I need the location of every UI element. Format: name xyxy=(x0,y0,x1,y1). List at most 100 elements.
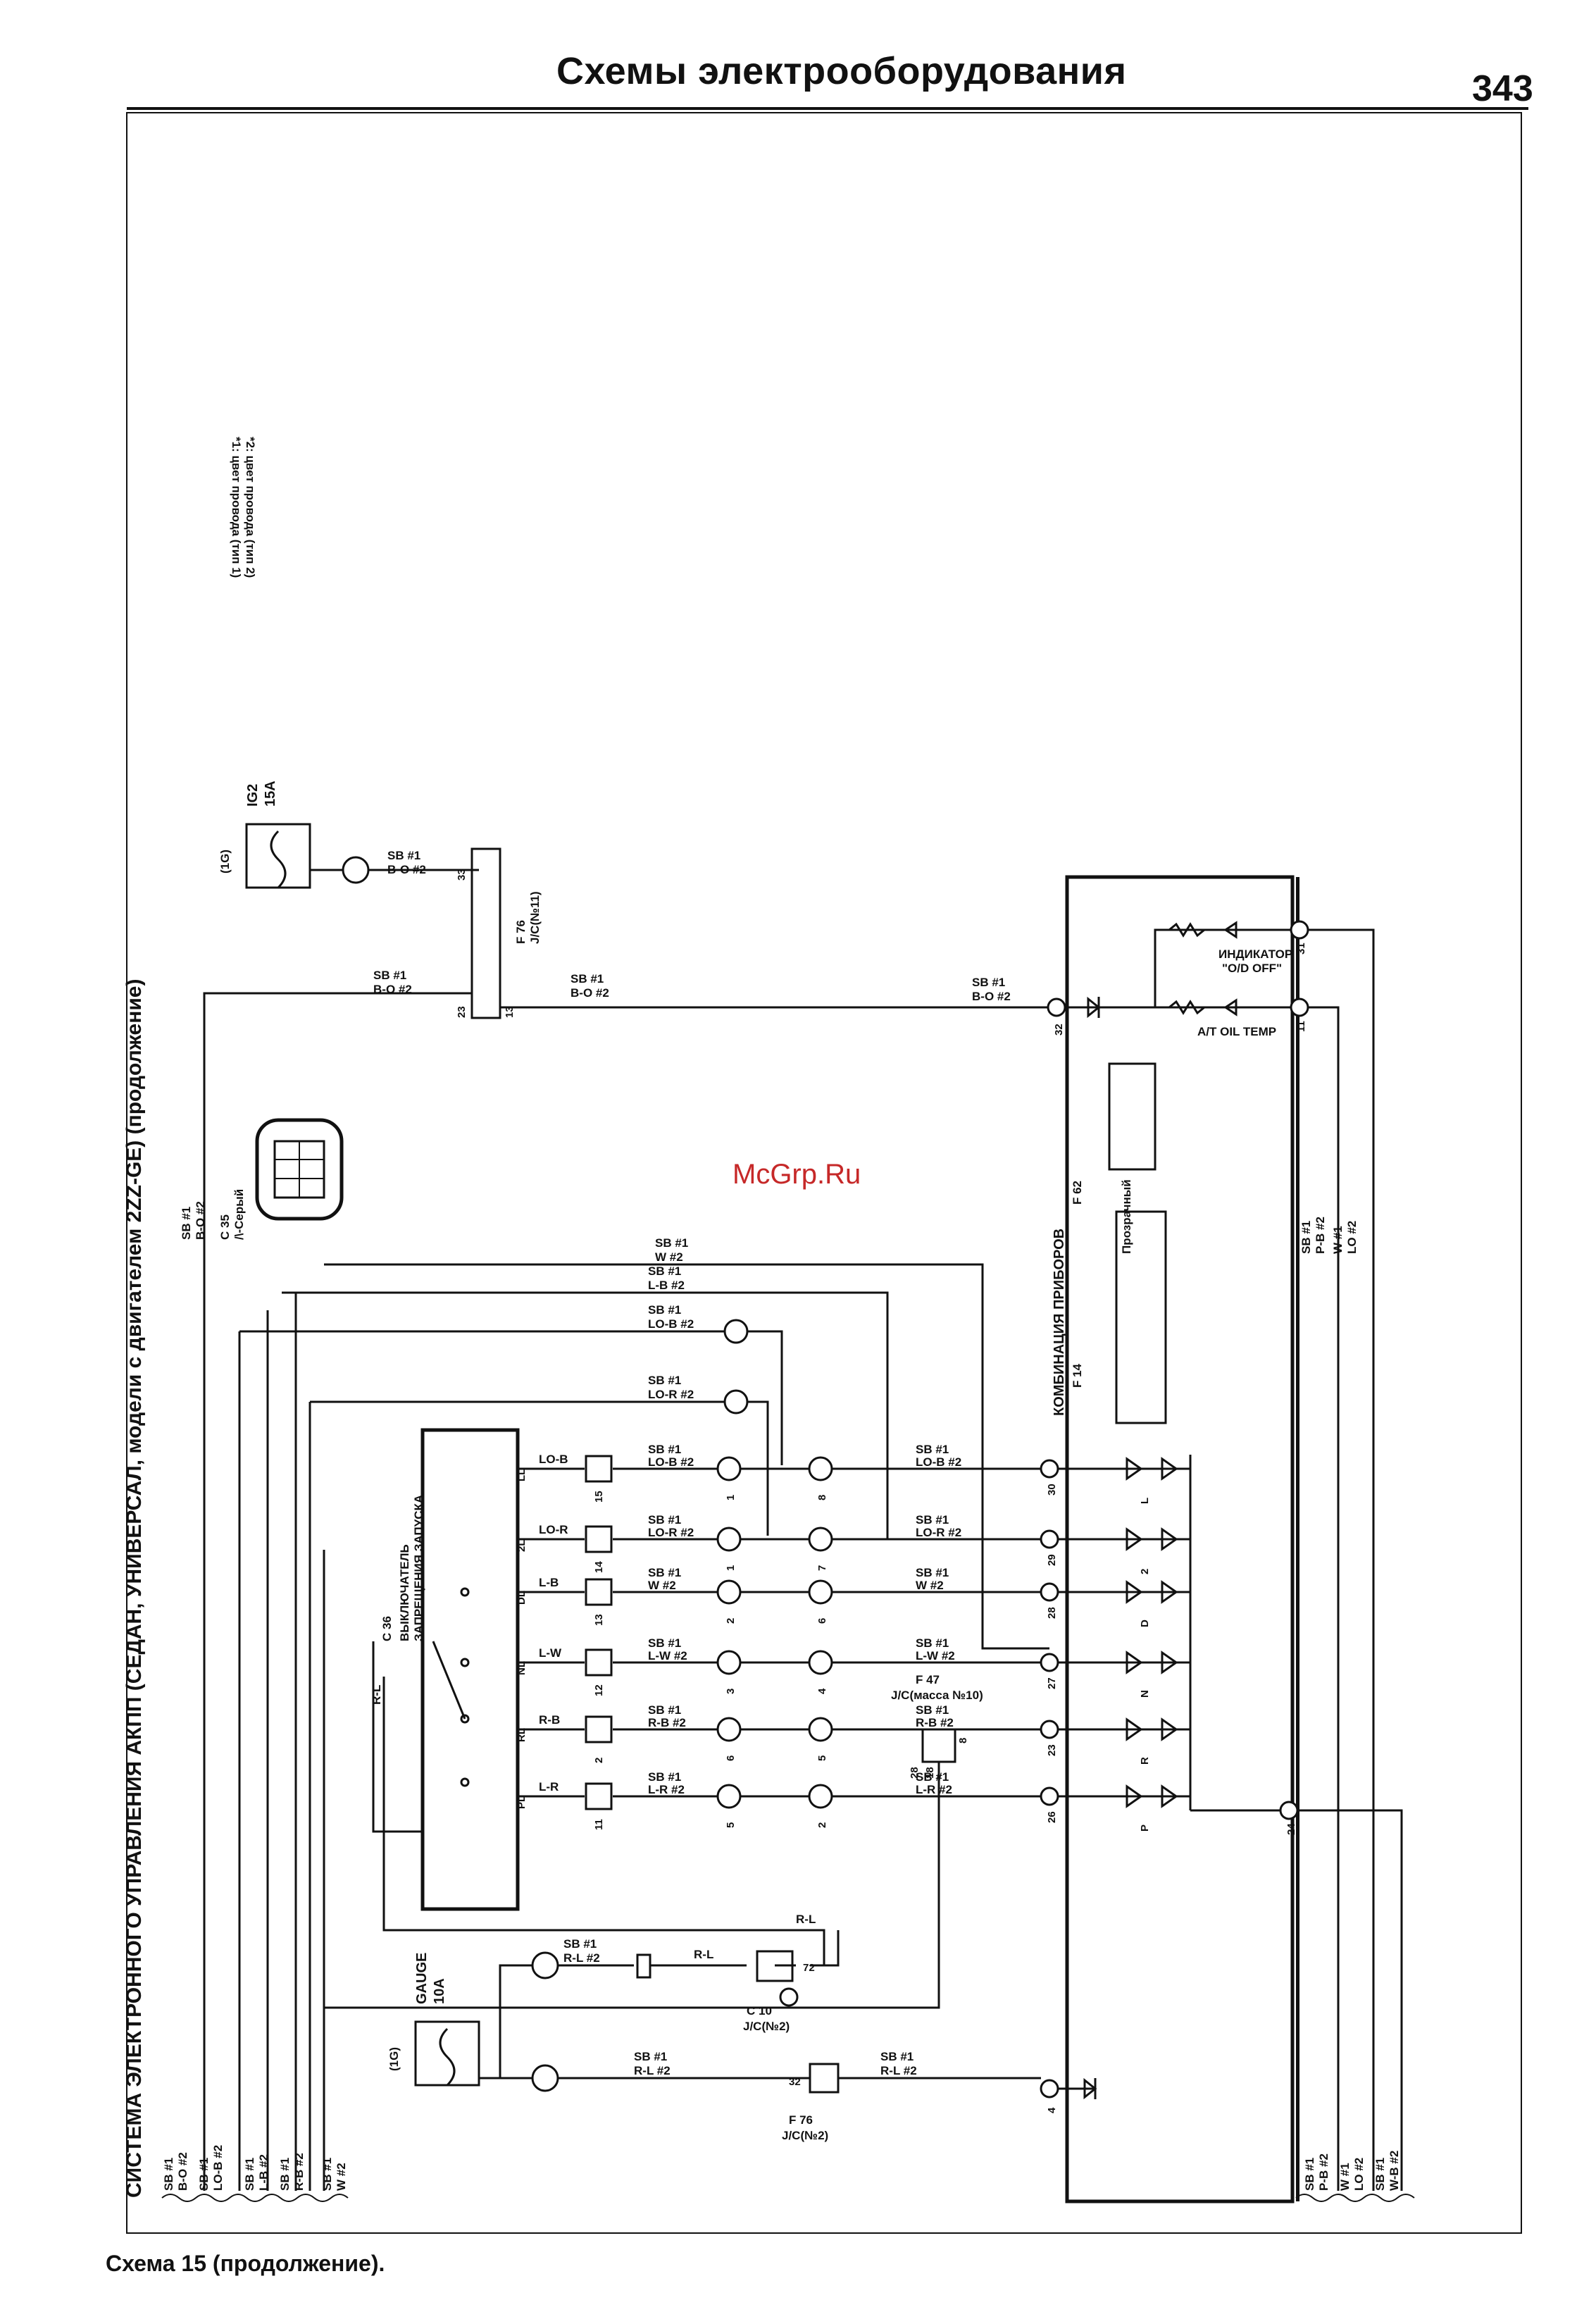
label-gl2-sb2: R-L #2 xyxy=(880,2064,917,2077)
wire-label-sb1: SB #1 xyxy=(648,1703,681,1717)
switch-pin-label: LL xyxy=(516,1469,528,1481)
lb-3: LO-B #2 xyxy=(211,2145,225,2191)
label-bo-sb2: B-O #2 xyxy=(571,986,609,1000)
label-c35-sb2: B-O #2 xyxy=(194,1201,207,1240)
label-gl-sb1: SB #1 xyxy=(634,2050,667,2063)
wire-label-sb1-right: SB #1 xyxy=(916,1513,949,1527)
junction-f76-bottom xyxy=(809,2063,840,2094)
fuse-gauge: GAUGE 10A (1G) xyxy=(387,1953,480,2087)
svg-text:ЗАПРЕЩЕНИЯ ЗАПУСКА: ЗАПРЕЩЕНИЯ ЗАПУСКА xyxy=(412,1495,425,1641)
label-rl-jc: R-L xyxy=(796,1913,816,1926)
switch-wire-label: L-B xyxy=(539,1576,559,1589)
wire-label-sb2-right: R-B #2 xyxy=(916,1716,954,1729)
wire-label-sb1-right: SB #1 xyxy=(916,1636,949,1650)
rb-0: SB #1 xyxy=(1303,2158,1316,2191)
cl-pin-label: 3 xyxy=(725,1689,737,1694)
diagram-frame xyxy=(126,112,1522,2234)
label-bo-left-sb1: SB #1 xyxy=(373,969,406,982)
svg-text:32: 32 xyxy=(1053,1024,1065,1036)
connector-c35: C 35 /\-Серый xyxy=(218,1118,344,1240)
note-type1: *1: цвет провода (тип 1) xyxy=(230,437,243,578)
label-bo-cl-sb2: B-O #2 xyxy=(972,990,1011,1003)
wire-switch-feed xyxy=(372,1641,423,1833)
cl-pin-label: 1 xyxy=(725,1565,737,1571)
wire-label-sb1: SB #1 xyxy=(648,1636,681,1650)
connector-cl xyxy=(716,1717,742,1742)
switch-wire-label: L-W xyxy=(539,1646,562,1660)
label-c10-name: C 10 xyxy=(747,2004,772,2018)
cluster-pin-connector xyxy=(1040,1786,1059,1806)
label-right-lo2: LO #2 xyxy=(1345,1221,1359,1254)
lb-5: L-B #2 xyxy=(257,2154,270,2191)
svg-text:J/C(масса №10): J/C(масса №10) xyxy=(891,1689,983,1702)
wire-label-sb1: SB #1 xyxy=(648,1443,681,1456)
wire-b-o-left xyxy=(203,992,472,2191)
wire-label-sb2-right: LO-B #2 xyxy=(916,1455,961,1469)
svg-text:F 76: F 76 xyxy=(514,920,528,944)
svg-text:4: 4 xyxy=(1046,2107,1058,2113)
svg-text:GAUGE: GAUGE xyxy=(414,1953,430,2004)
switch-wire-label: L-R xyxy=(539,1780,559,1794)
wire-top-lb xyxy=(282,1291,889,1539)
svg-text:31: 31 xyxy=(1295,943,1307,955)
wire-label-sb1-right: SB #1 xyxy=(916,1770,949,1784)
cluster-pin-connector xyxy=(1040,1720,1059,1739)
cluster-pin-label: 30 xyxy=(1046,1484,1058,1496)
svg-text:ИНДИКАТОР: ИНДИКАТОР xyxy=(1218,947,1292,961)
junction-f47: F 47 J/C(масса №10) 28 18 8 xyxy=(891,1673,983,1779)
wire-label-sb1: SB #1 xyxy=(648,1513,681,1527)
label-top-lb-sb2: L-B #2 xyxy=(648,1279,685,1292)
wire-top-lob xyxy=(239,1330,783,1465)
wire-label-sb2: R-B #2 xyxy=(648,1716,686,1729)
cn-pin-label: 7 xyxy=(816,1565,828,1571)
switch-pin-label: DL xyxy=(516,1591,528,1605)
header-rule xyxy=(127,107,1528,110)
rb-1: P-B #2 xyxy=(1317,2153,1330,2191)
cn-pin-label: 5 xyxy=(816,1755,828,1761)
svg-text:28: 28 xyxy=(909,1767,921,1779)
svg-text:"O/D OFF": "O/D OFF" xyxy=(1222,962,1282,975)
lb-0: SB #1 xyxy=(162,2158,175,2191)
label-f76b-name: F 76 xyxy=(789,2113,813,2127)
lamp-label: N xyxy=(1139,1690,1151,1698)
connector-cn xyxy=(808,1784,833,1809)
svg-text:(1G): (1G) xyxy=(387,2047,401,2071)
junction-f76-top: F 76 J/C(№11) 33 23 13 xyxy=(456,847,542,1019)
label-ig2-sb1: SB #1 xyxy=(387,849,420,862)
cf-pin-label: 13 xyxy=(593,1614,605,1626)
label-switch-rl: R-L xyxy=(370,1685,383,1705)
wire-label-sb1: SB #1 xyxy=(648,1566,681,1579)
connector-cl xyxy=(716,1456,742,1481)
wire-top-lor xyxy=(310,1400,769,1536)
cluster-pin-label: 26 xyxy=(1046,1811,1058,1823)
svg-text:F 47: F 47 xyxy=(916,1673,940,1686)
label-c10-pin: 72 xyxy=(803,1962,815,1974)
svg-text:F 14: F 14 xyxy=(1071,1363,1084,1388)
label-top-lb-sb1: SB #1 xyxy=(648,1264,681,1278)
lb-9: W #2 xyxy=(335,2163,348,2191)
figure-caption: Схема 15 (продолжение). xyxy=(106,2251,385,2276)
svg-text:J/C(№11): J/C(№11) xyxy=(528,891,542,944)
svg-text:13: 13 xyxy=(504,1006,516,1018)
wire-label-sb2-right: LO-R #2 xyxy=(916,1526,961,1539)
wire-label-sb1-right: SB #1 xyxy=(916,1566,949,1579)
cluster-pin-connector xyxy=(1040,1459,1059,1479)
label-gauge-sb2: R-L #2 xyxy=(563,1951,600,1965)
lamp-common-bus xyxy=(1189,1455,1289,1812)
cf-pin-label: 14 xyxy=(593,1561,605,1573)
lamp-label: L xyxy=(1139,1498,1151,1504)
switch-wire-label: R-B xyxy=(539,1713,560,1727)
connector-gauge-lower xyxy=(531,2064,559,2092)
left-bundle-wires xyxy=(238,1310,325,2191)
lamp-label: P xyxy=(1139,1825,1151,1832)
wire-label-sb2: LO-R #2 xyxy=(648,1526,694,1539)
svg-text:23: 23 xyxy=(456,1006,468,1018)
connector-cf xyxy=(585,1455,613,1483)
connector-cf xyxy=(585,1715,613,1743)
